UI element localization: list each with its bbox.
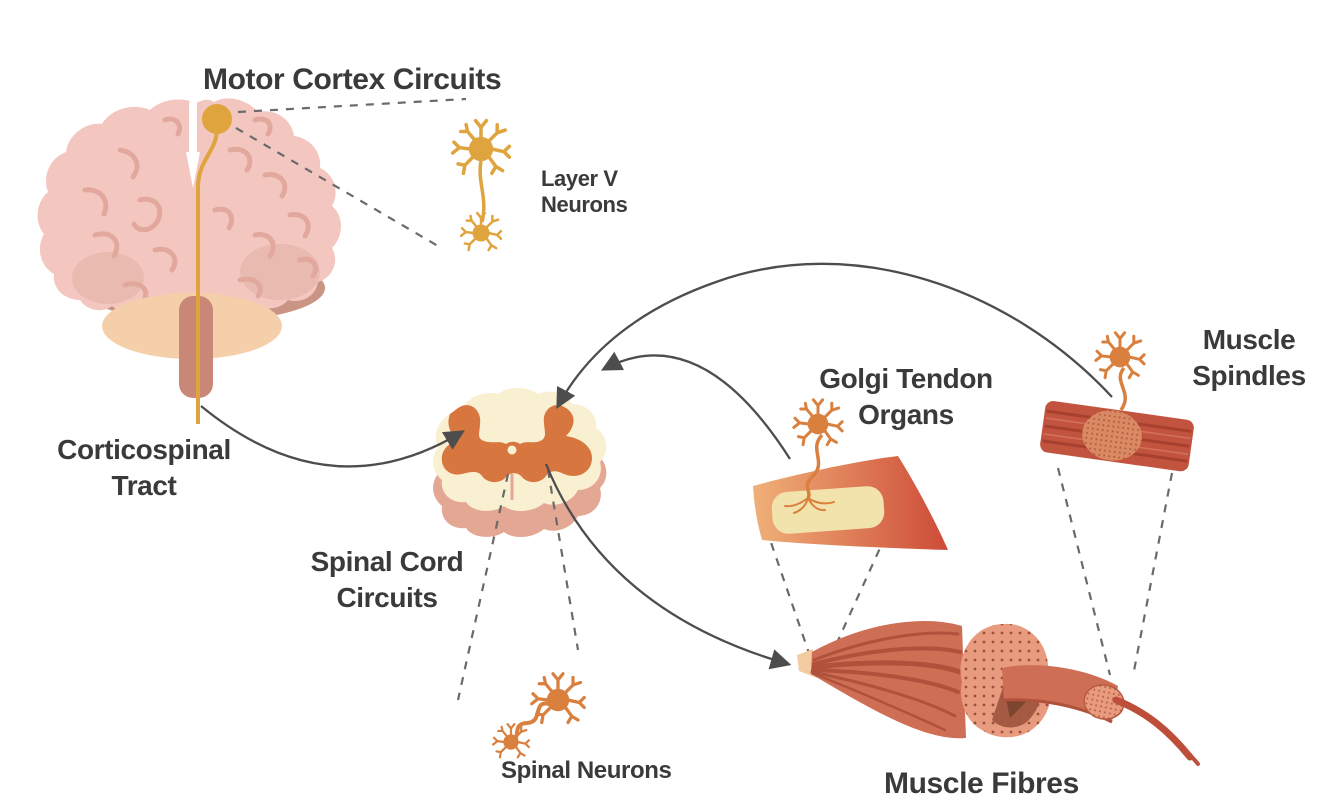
golgi-afferent-neuron-icon bbox=[784, 398, 844, 514]
muscle-fibres-label: Muscle Fibres bbox=[884, 767, 1079, 800]
golgi-label-line2: Organs bbox=[858, 399, 954, 431]
layer-v-label-line1: Layer V bbox=[541, 166, 618, 191]
temporal-shade-right bbox=[240, 244, 320, 300]
arrow-golgi-to-cord bbox=[600, 351, 791, 460]
tendon-capsule bbox=[771, 486, 885, 534]
spinal-cord-label-line1: Spinal Cord bbox=[310, 546, 464, 577]
motor-cortex-soma-dot bbox=[202, 104, 232, 134]
spindle-afferent-neuron-icon bbox=[1094, 331, 1146, 412]
circuit-arrows bbox=[200, 262, 1113, 670]
corticospinal-tract-line bbox=[196, 127, 219, 424]
dashed-cortex-inset-top bbox=[237, 97, 467, 114]
cerebrum-shape bbox=[37, 98, 341, 314]
corticospinal-label-line1: Corticospinal bbox=[57, 434, 231, 465]
golgi-tendon-organ-illustration bbox=[753, 398, 948, 550]
layer-v-neuron-icon bbox=[450, 118, 512, 252]
layer-v-label-line2: Neurons bbox=[541, 192, 628, 218]
dashed-cord-inset bbox=[456, 469, 580, 701]
spinal-cord-label-line2: Circuits bbox=[336, 582, 438, 614]
dashed-cortex-inset-bottom bbox=[235, 127, 439, 247]
distal-fibre-strand bbox=[1112, 696, 1194, 761]
arrow-corticospinal-to-cord bbox=[200, 405, 465, 468]
muscle-fibres-illustration bbox=[797, 621, 1200, 766]
arrow-spindle-to-cord bbox=[556, 262, 1113, 410]
dashed-spindle-inset-left bbox=[1056, 467, 1112, 676]
dashed-golgi-inset-right bbox=[828, 534, 888, 659]
corticospinal-label-line2: Tract bbox=[111, 470, 177, 502]
golgi-tendon-organs-label: Golgi Tendon Organs bbox=[800, 361, 1012, 434]
fissure-notch bbox=[186, 152, 200, 188]
motor-cortex-label: Motor Cortex Circuits bbox=[203, 63, 502, 96]
arrow-cord-to-muscle bbox=[544, 463, 792, 670]
spinal-cord-circuits-label: Spinal Cord Circuits bbox=[292, 544, 482, 617]
corticospinal-tract-label: Corticospinal Tract bbox=[38, 432, 250, 505]
golgi-label-line1: Golgi Tendon bbox=[819, 363, 993, 394]
spinal-neurons-label: Spinal Neurons bbox=[501, 757, 672, 784]
cord-grey-matter bbox=[441, 405, 592, 483]
dashed-spindle-inset-right bbox=[1131, 472, 1174, 677]
temporal-shade-left bbox=[72, 252, 144, 304]
muscle-spindles-label-line2: Spindles bbox=[1192, 360, 1306, 392]
muscle-fascicle-streaks bbox=[810, 631, 963, 732]
muscle-spindle-illustration bbox=[1040, 331, 1194, 472]
dashed-cord-inset-left bbox=[456, 473, 510, 701]
central-canal bbox=[507, 445, 517, 455]
dashed-golgi-inset-left bbox=[764, 527, 812, 657]
layer-v-label: Layer V Neurons bbox=[541, 166, 628, 219]
brain-illustration bbox=[37, 98, 341, 424]
spinal-neuron-icon bbox=[492, 672, 586, 759]
spinal-cord-illustration bbox=[433, 388, 607, 538]
brain-sulci bbox=[82, 116, 319, 303]
dashed-inset-lines bbox=[235, 97, 1174, 677]
muscle-spindles-label: Muscle Spindles bbox=[1183, 322, 1315, 395]
muscle-spindles-label-line1: Muscle bbox=[1202, 324, 1296, 355]
